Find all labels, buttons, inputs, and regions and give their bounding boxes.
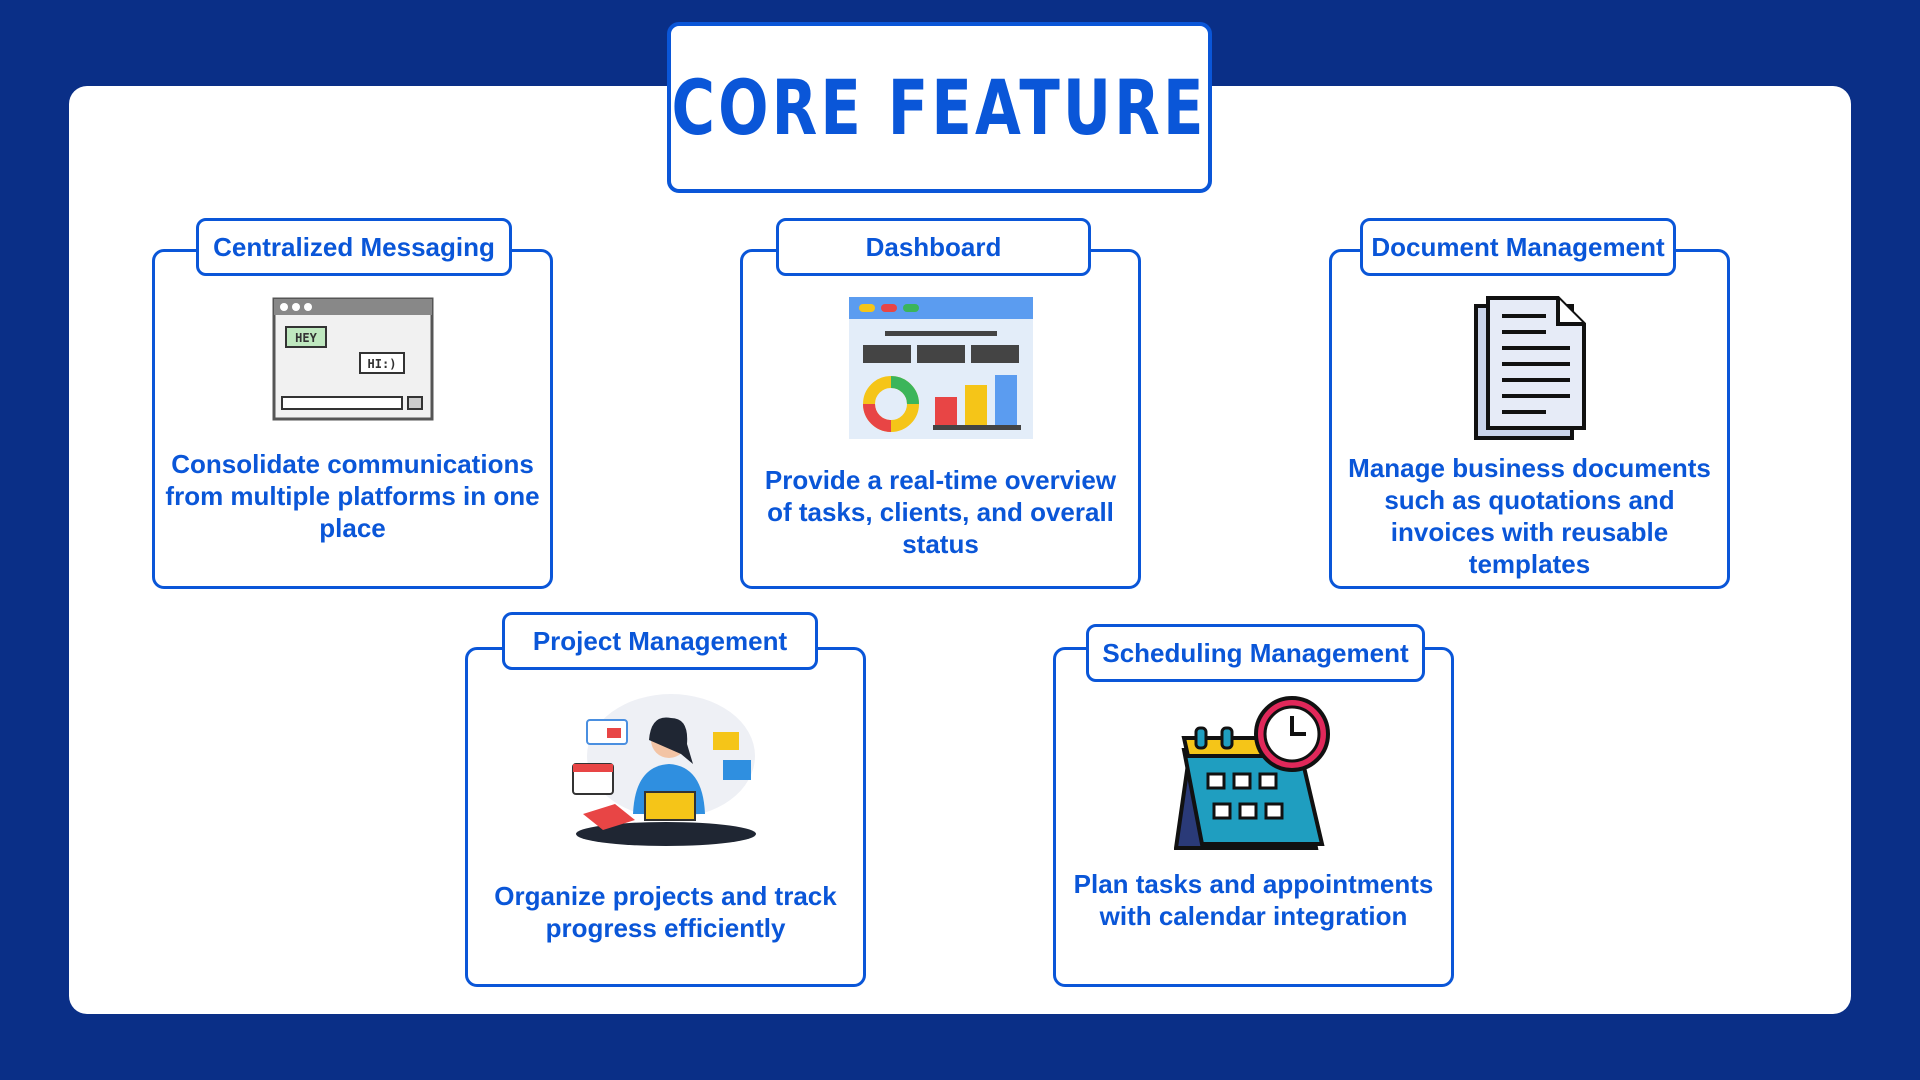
bubble-hey: HEY [295,331,317,345]
feature-description: Consolidate communications from multiple… [165,449,540,543]
feature-label: Dashboard [776,218,1091,276]
feature-label: Scheduling Management [1086,624,1425,682]
project-worker-icon [571,694,756,846]
document-icon [1473,296,1586,440]
feature-description: Plan tasks and appointments with calenda… [1073,869,1434,931]
feature-description: Provide a real-time overview of tasks, c… [764,465,1117,559]
feature-label: Project Management [502,612,818,670]
feature-card-projects: Organize projects and track progress eff… [465,647,866,987]
title-box: CORE FEATURE [667,22,1212,193]
bubble-hi: HI:) [367,357,396,371]
feature-card-messaging: HEY HI:) Consolidate communications from… [152,249,553,589]
feature-label: Document Management [1360,218,1676,276]
calendar-clock-icon [1173,696,1330,850]
feature-description: Manage business documents such as quotat… [1348,453,1711,579]
feature-label: Centralized Messaging [196,218,512,276]
dashboard-icon [848,297,1033,439]
feature-card-scheduling: Plan tasks and appointments with calenda… [1053,647,1454,987]
feature-description: Organize projects and track progress eff… [494,881,837,943]
feature-card-dashboard: Provide a real-time overview of tasks, c… [740,249,1141,589]
feature-card-documents: Manage business documents such as quotat… [1329,249,1730,589]
page-title: CORE FEATURE [671,63,1208,152]
chat-window-icon: HEY HI:) [272,297,433,421]
